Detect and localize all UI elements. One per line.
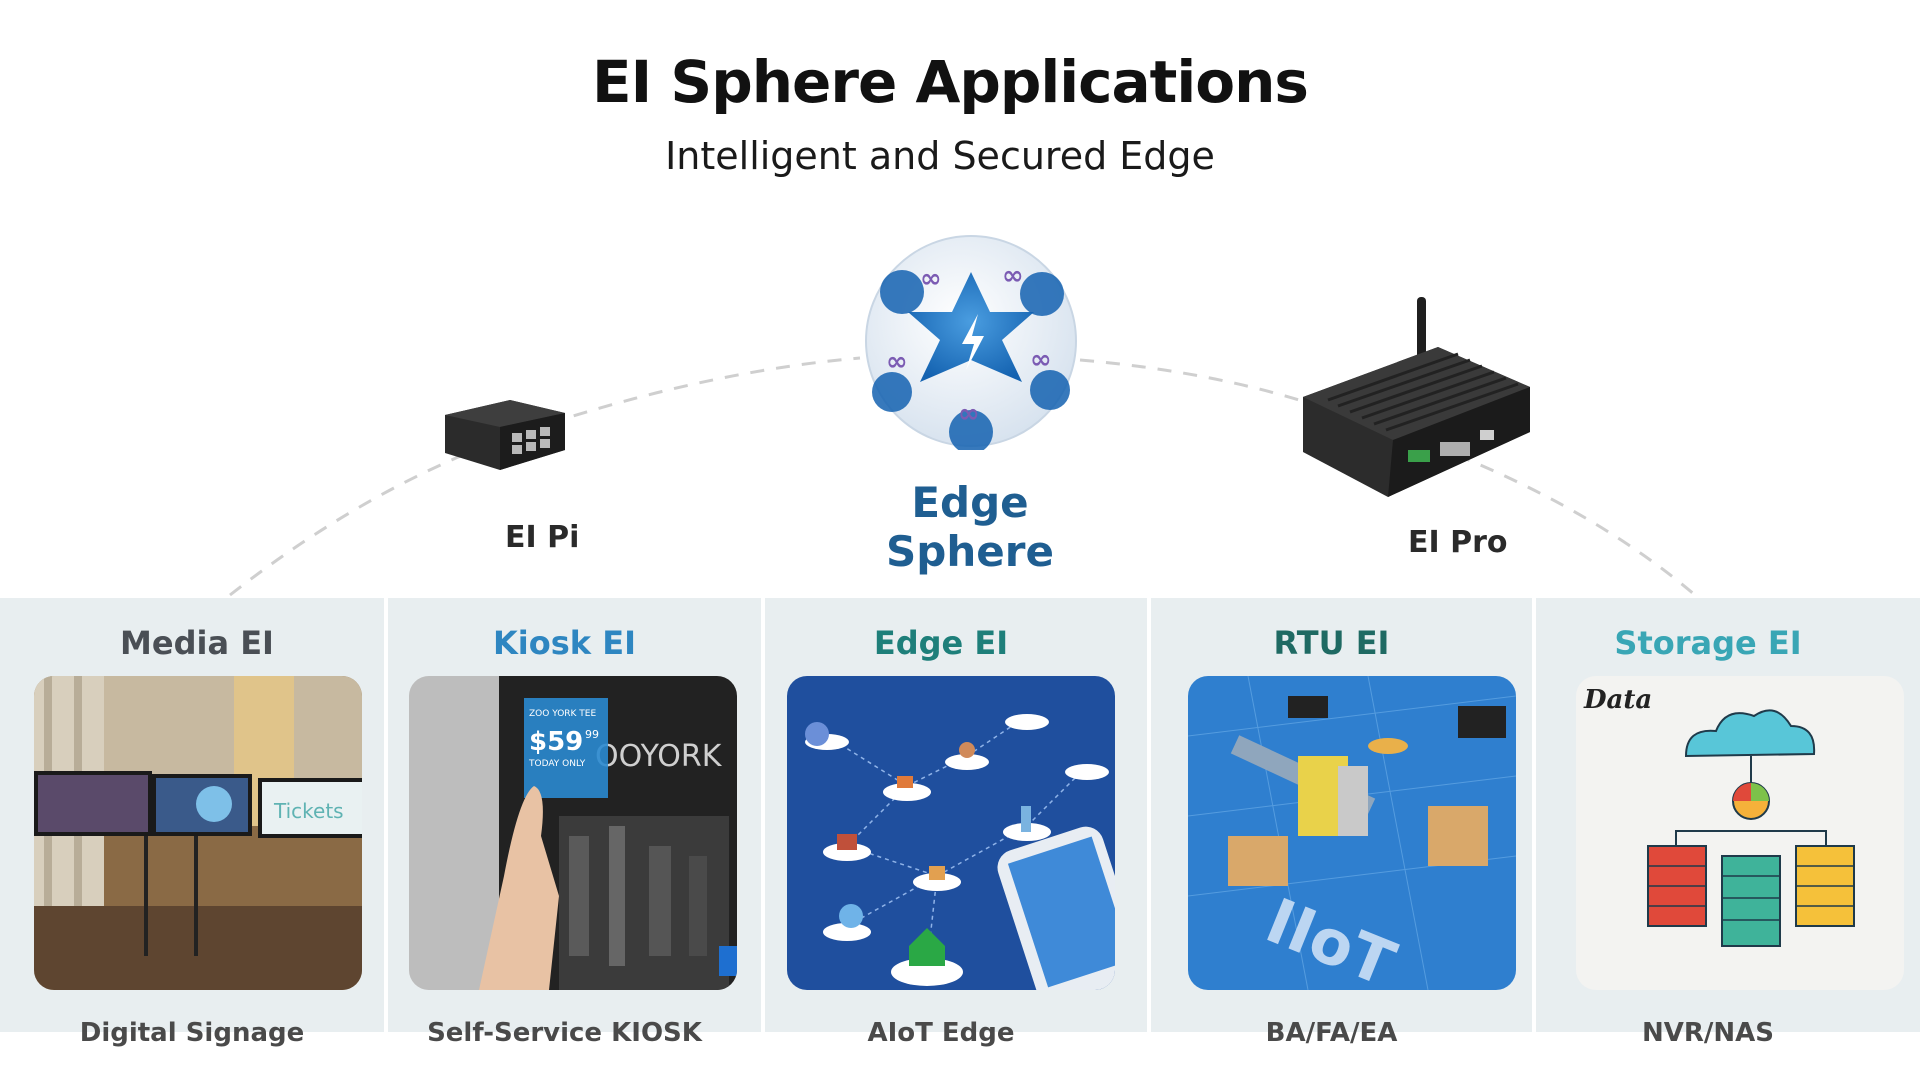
app-caption: AIoT Edge bbox=[867, 1018, 1015, 1048]
app-title: Edge EI bbox=[873, 624, 1009, 662]
media-sign-text: Tickets bbox=[273, 799, 344, 823]
app-card-rtu[interactable]: RTU EI IIoT BA/FA/EA bbox=[1151, 598, 1532, 1048]
app-caption: Self-Service KIOSK bbox=[427, 1018, 702, 1048]
kiosk-image: OOYORK ZOO YORK TEE $59 99 TODAY ONLY bbox=[409, 676, 737, 990]
app-title: Storage EI bbox=[1614, 624, 1802, 662]
rtu-image: IIoT bbox=[1188, 676, 1516, 990]
kiosk-price: $59 bbox=[529, 727, 583, 757]
kiosk-line2: TODAY ONLY bbox=[528, 759, 586, 769]
kiosk-brand-text: OOYORK bbox=[595, 739, 723, 774]
app-title: RTU EI bbox=[1273, 624, 1390, 662]
svg-text:∞: ∞ bbox=[920, 264, 942, 294]
app-card-media[interactable]: Media EI Tickets Digital Signage bbox=[0, 598, 384, 1048]
kiosk-cents: 99 bbox=[585, 728, 599, 741]
divider bbox=[384, 598, 388, 1032]
hub-label: Edge Sphere bbox=[886, 478, 1054, 576]
ei-pro-router-icon bbox=[1303, 297, 1530, 497]
app-card-edge[interactable]: Edge EI bbox=[765, 598, 1147, 1048]
app-caption: Digital Signage bbox=[79, 1018, 305, 1048]
app-caption: NVR/NAS bbox=[1641, 1018, 1774, 1048]
page-subtitle: Intelligent and Secured Edge bbox=[665, 134, 1215, 178]
divider bbox=[761, 598, 765, 1032]
divider bbox=[1147, 598, 1151, 1032]
app-title: Kiosk EI bbox=[493, 624, 636, 662]
media-image: Tickets bbox=[34, 676, 362, 990]
divider bbox=[1532, 598, 1536, 1032]
ei-pi-box-icon bbox=[445, 400, 565, 470]
svg-text:∞: ∞ bbox=[1030, 345, 1052, 375]
app-caption: BA/FA/EA bbox=[1265, 1018, 1398, 1048]
sphere-logo-icon: ∞ ∞ ∞ ∞ ∞ bbox=[865, 235, 1077, 450]
app-card-storage[interactable]: Storage EI Data NVR/NAS bbox=[1536, 598, 1920, 1048]
kiosk-line1: ZOO YORK TEE bbox=[529, 709, 596, 719]
ei-pro-label: EI Pro bbox=[1408, 525, 1508, 560]
ei-pi-label: EI Pi bbox=[505, 520, 580, 555]
storage-word: Data bbox=[1583, 685, 1652, 715]
app-card-kiosk[interactable]: Kiosk EI OOYORK ZOO YORK TEE $59 99 TODA… bbox=[388, 598, 761, 1048]
svg-text:∞: ∞ bbox=[1002, 261, 1024, 291]
app-title: Media EI bbox=[120, 624, 274, 662]
svg-text:∞: ∞ bbox=[886, 347, 908, 377]
svg-text:∞: ∞ bbox=[958, 399, 980, 429]
edge-image bbox=[787, 676, 1115, 990]
storage-image: Data bbox=[1576, 676, 1904, 990]
page-title: EI Sphere Applications bbox=[592, 48, 1309, 116]
